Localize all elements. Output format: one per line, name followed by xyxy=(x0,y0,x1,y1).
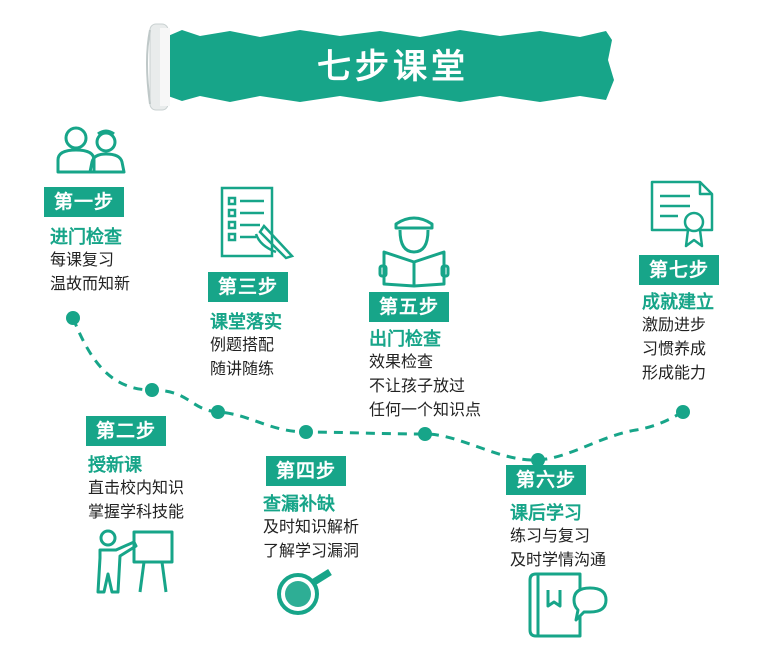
magnifier-icon xyxy=(277,569,332,615)
step-5-badge: 第五步 xyxy=(369,292,450,322)
step-2-line-2: 掌握学科技能 xyxy=(88,502,185,521)
step-6-badge: 第六步 xyxy=(506,465,587,495)
path-dots xyxy=(66,311,690,467)
teacher-board-icon xyxy=(96,529,174,594)
step-6-line-2: 及时学情沟通 xyxy=(510,550,607,569)
step-6-title: 课后学习 xyxy=(510,503,582,524)
step-3-title: 课堂落实 xyxy=(210,312,282,333)
step-4-line-1: 及时知识解析 xyxy=(263,517,360,536)
page-title: 七步课堂 xyxy=(317,47,469,87)
step-1-badge: 第一步 xyxy=(44,187,125,217)
step-4-title: 查漏补缺 xyxy=(263,494,335,515)
step-5-line-2: 不让孩子放过 xyxy=(369,376,466,395)
step-7-line-1: 激励进步 xyxy=(642,315,707,334)
step-4-line-2: 了解学习漏洞 xyxy=(263,541,360,560)
parent-child-icon xyxy=(56,126,126,174)
step-7-line-2: 习惯养成 xyxy=(642,339,707,358)
step-7-line-3: 形成能力 xyxy=(642,363,707,382)
step-4-badge: 第四步 xyxy=(266,456,347,486)
certificate-icon xyxy=(650,180,714,248)
title-banner xyxy=(146,23,614,111)
step-2-badge: 第二步 xyxy=(86,416,167,446)
step-1-title: 进门检查 xyxy=(50,227,122,248)
step-7-badge: 第七步 xyxy=(639,255,720,285)
step-3-line-2: 随讲随练 xyxy=(210,359,275,378)
step-2-title: 授新课 xyxy=(88,455,142,476)
step-5-line-1: 效果检查 xyxy=(369,352,434,371)
step-1-line-2: 温故而知新 xyxy=(50,274,131,293)
step-3-badge: 第三步 xyxy=(208,272,289,302)
book-chat-icon xyxy=(528,572,608,638)
step-6-line-1: 练习与复习 xyxy=(510,526,591,545)
step-5-title: 出门检查 xyxy=(369,329,441,350)
step-7-title: 成就建立 xyxy=(642,292,714,313)
step-3-line-1: 例题搭配 xyxy=(210,335,275,354)
step-1-line-1: 每课复习 xyxy=(50,250,115,269)
step-2-line-1: 直击校内知识 xyxy=(88,478,185,497)
step-5-line-3: 任何一个知识点 xyxy=(369,400,482,419)
checklist-pen-icon xyxy=(220,186,295,260)
reader-book-icon xyxy=(378,216,450,288)
